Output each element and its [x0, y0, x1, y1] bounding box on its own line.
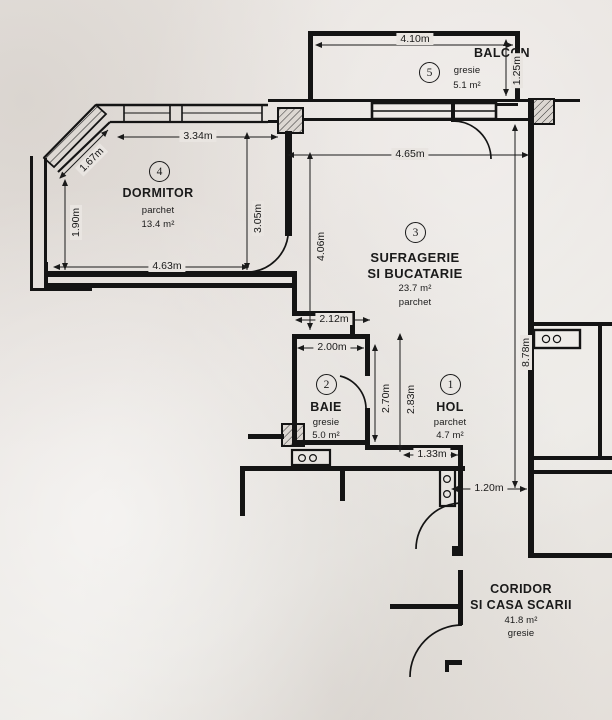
- duct-box-hol: [438, 466, 457, 508]
- wall-right-shelf-top: [534, 322, 612, 326]
- room-number-2: 2: [316, 374, 337, 395]
- room-name-dormitor: DORMITOR: [122, 186, 194, 200]
- wall-stub-left-of-baie: [248, 434, 284, 439]
- dimtext-living-left: 4.06m: [315, 228, 327, 264]
- wall-right-top-link: [528, 99, 534, 124]
- wall-living-left-lower: [292, 271, 297, 316]
- wall-apartment-right-bottom: [458, 570, 463, 625]
- wall-lower-horizontal: [240, 466, 465, 471]
- door-swing-entrance: [415, 502, 463, 550]
- corridor-finish: gresie: [507, 628, 535, 639]
- wall-stub-right-of-balcony-door: [496, 103, 518, 106]
- wall-right-corridor-upper2: [534, 470, 612, 474]
- wall-dormitor-left-inner: [44, 158, 47, 276]
- wall-lower-mid-vertical: [340, 471, 345, 501]
- wall-stub-right-low: [496, 118, 518, 121]
- wall-lower-left-vertical: [240, 466, 245, 516]
- door-jamb-stairwell: [445, 660, 462, 665]
- duct-circle-baie-2: [309, 454, 318, 463]
- wall-dormitor-bottom-inner: [44, 283, 294, 288]
- dimline-dormitor-diagonal: [59, 129, 109, 179]
- wall-dormitor-bottom: [44, 271, 294, 277]
- door-jamb-stairwell-v: [445, 660, 449, 672]
- room-finish-dormitor: parchet: [141, 205, 175, 216]
- wall-right-main-upper: [528, 120, 534, 320]
- corridor-name-2: SI CASA SCARII: [470, 598, 572, 612]
- wall-right-corridor-upper: [534, 456, 612, 460]
- room-name-sufragerie: SUFRAGERIE: [370, 250, 460, 265]
- wall-building-left-bottom: [30, 288, 92, 291]
- wall-facade-inner-stub: [268, 120, 278, 123]
- corridor-area: 41.8 m²: [504, 615, 538, 626]
- room-name-sufragerie-2: SI BUCATARIE: [367, 266, 463, 281]
- room-area-balcon: 5.1 m²: [453, 80, 481, 91]
- corridor-name: CORIDOR: [490, 582, 552, 596]
- dimtext-right-wall: 8.78m: [520, 334, 532, 370]
- door-swing-stairwell: [409, 624, 463, 678]
- wall-baie-right-lower: [365, 408, 370, 450]
- dimtext-hol-bottom: 1.33m: [413, 448, 451, 460]
- room-area-baie: 5.0 m²: [312, 430, 340, 441]
- wall-living-bottom-stub: [350, 311, 355, 339]
- wall-lower-left-stub: [390, 604, 462, 609]
- dimtext-dormitor-left: 1.90m: [70, 204, 82, 240]
- room-number-4: 4: [149, 161, 170, 182]
- duct-box-baie: [290, 448, 332, 467]
- room-number-1: 1: [440, 374, 461, 395]
- wall-right-main-lower: [528, 318, 534, 448]
- wall-apartment-right-lower: [458, 445, 463, 550]
- duct-circle-hol-2: [443, 490, 452, 499]
- wall-building-left-outer: [30, 156, 33, 290]
- dimtext-dormitor-right: 3.05m: [252, 200, 264, 236]
- room-number-3: 3: [405, 222, 426, 243]
- room-area-dormitor: 13.4 m²: [141, 219, 175, 230]
- door-swing-baie: [339, 375, 367, 409]
- dimtext-dormitor-top: 3.34m: [179, 130, 217, 142]
- wall-right-edge-facade: [598, 322, 602, 460]
- wall-dormitor-living-vertical: [285, 131, 292, 236]
- dimtext-living-top: 4.65m: [391, 148, 429, 160]
- room-finish-sufragerie: parchet: [398, 297, 432, 308]
- shaft-circle-right-2: [552, 334, 562, 344]
- shaft-box-right: [532, 328, 582, 350]
- dimtext-dormitor-bottom: 4.63m: [148, 260, 186, 272]
- door-swing-balcony: [452, 120, 492, 160]
- room-finish-baie: gresie: [312, 417, 340, 428]
- dimtext-living-bottom: 2.12m: [315, 313, 353, 325]
- wall-baie-top: [292, 334, 370, 339]
- door-swing-dormitor: [249, 235, 289, 273]
- shaft-circle-right-1: [541, 334, 551, 344]
- duct-circle-hol-1: [443, 475, 452, 484]
- wall-right-main-bottom: [528, 448, 534, 558]
- wall-baie-right-upper: [365, 334, 370, 376]
- wall-hol-bottom: [365, 445, 463, 450]
- room-finish-hol: parchet: [433, 417, 467, 428]
- wall-right-corridor-lower: [534, 553, 612, 558]
- dimtext-baie-top: 2.00m: [313, 341, 351, 353]
- room-name-baie: BAIE: [310, 400, 342, 414]
- duct-circle-baie-1: [298, 454, 307, 463]
- wall-baie-bottom: [292, 440, 370, 445]
- room-area-hol: 4.7 m²: [436, 430, 464, 441]
- column-center-top: [277, 107, 304, 134]
- wall-facade-outer-top: [268, 99, 580, 102]
- door-jamb-entrance: [452, 546, 463, 556]
- dimtext-corridor-opening: 1.20m: [470, 482, 508, 494]
- dimtext-baie-right: 2.70m: [380, 380, 392, 416]
- room-area-sufragerie: 23.7 m²: [398, 283, 432, 294]
- room-finish-balcon: gresie: [453, 65, 481, 76]
- door-jamb-balcony: [451, 100, 455, 122]
- dimtext-hol-left: 2.83m: [405, 381, 417, 417]
- wall-balcony-left: [308, 31, 313, 99]
- room-name-hol: HOL: [436, 400, 464, 414]
- wall-baie-left: [292, 334, 297, 440]
- room-number-5: 5: [419, 62, 440, 83]
- dimension-lines-group: [53, 39, 529, 492]
- dimtext-balcony-depth: 1.25m: [511, 53, 523, 89]
- dimtext-balcony-width: 4.10m: [396, 33, 434, 45]
